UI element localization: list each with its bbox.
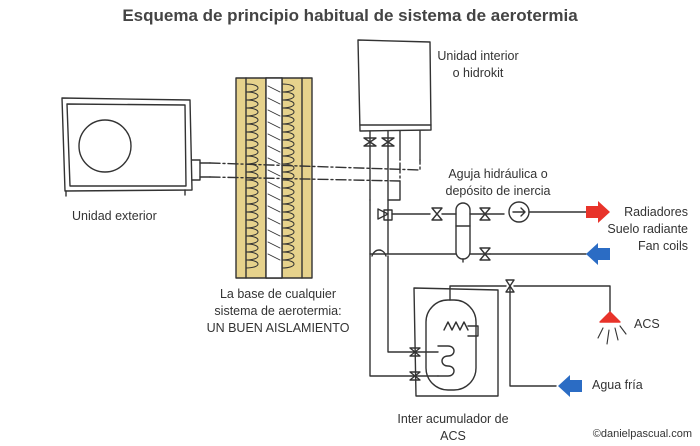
indoor-unit xyxy=(357,39,432,211)
label-indoor-unit-line1: Unidad interior xyxy=(437,49,519,63)
label-insulation-line3: UN BUEN AISLAMIENTO xyxy=(206,321,350,335)
label-tank-line2: ACS xyxy=(440,429,466,443)
label-acs: ACS xyxy=(634,317,660,331)
label-insulation: La base de cualquier sistema de aeroterm… xyxy=(206,286,350,337)
label-fan-coils: Fan coils xyxy=(637,239,688,253)
label-hydraulic-line2: depósito de inercia xyxy=(445,184,551,198)
label-insulation-line1: La base de cualquier xyxy=(219,287,337,301)
label-insulation-line2: sistema de aerotermia: xyxy=(214,304,342,318)
arrows xyxy=(558,201,610,397)
diagram-title: Esquema de principio habitual de sistema… xyxy=(122,6,578,25)
label-cold-water: Agua fría xyxy=(592,378,643,392)
label-hydraulic-line1: Aguja hidráulica o xyxy=(448,167,548,181)
distribution-pipes xyxy=(369,180,587,377)
insulated-wall xyxy=(235,77,313,279)
credit: ©danielpascual.com xyxy=(592,428,692,440)
dhw-tank xyxy=(409,279,611,397)
label-floor-heating: Suelo radiante xyxy=(607,222,688,236)
label-outdoor-unit: Unidad exterior xyxy=(72,209,157,223)
label-indoor-unit: Unidad interior o hidrokit xyxy=(428,48,528,82)
label-indoor-unit-line2: o hidrokit xyxy=(452,66,504,80)
label-hydraulic-separator: Aguja hidráulica o depósito de inercia xyxy=(434,166,562,200)
label-radiators: Radiadores xyxy=(624,205,688,219)
label-tank-line1: Inter acumulador de xyxy=(397,412,509,426)
label-dhw-tank: Inter acumulador de ACS xyxy=(388,411,518,445)
acs-outlet xyxy=(597,311,627,345)
outdoor-unit xyxy=(61,97,211,197)
